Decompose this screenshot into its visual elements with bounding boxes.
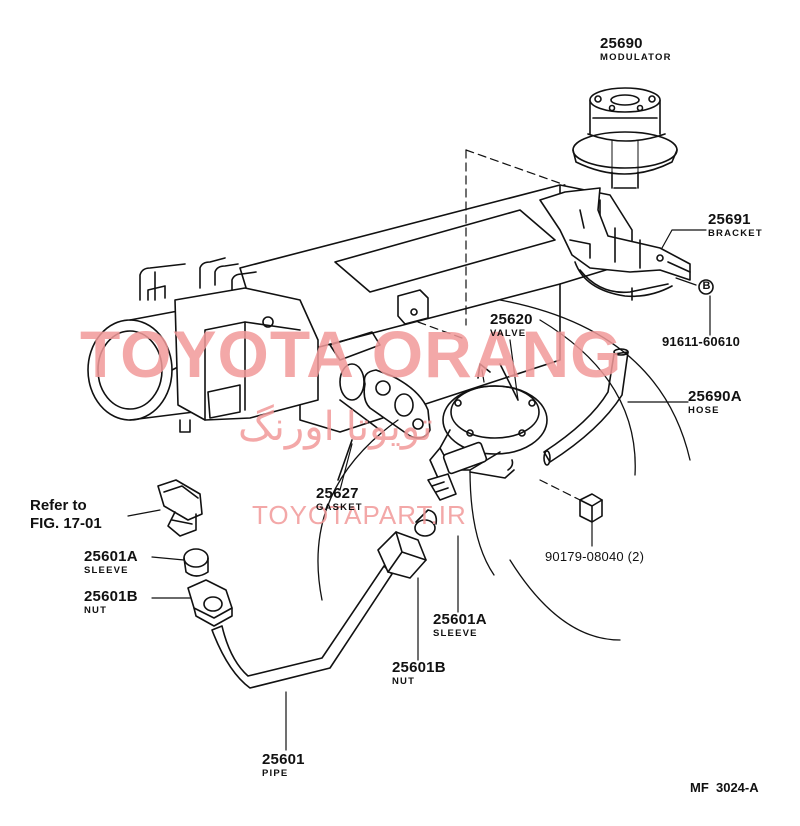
label-bracket: 25691 BRACKET — [708, 212, 763, 239]
label-valve: 25620 VALVE — [490, 312, 533, 339]
part-name: BRACKET — [708, 228, 763, 239]
bolt-marker-circle — [698, 279, 714, 295]
label-valve-nut: 90179-08040 (2) — [545, 549, 644, 565]
label-hose: 25690A HOSE — [688, 389, 742, 416]
part-number: 25690 — [600, 35, 643, 52]
label-pipe: 25601 PIPE — [262, 752, 305, 779]
pipe-drawing — [211, 565, 393, 689]
part-name: NUT — [84, 605, 108, 616]
part-name: PIPE — [262, 768, 289, 779]
figure-code: MF 3024-A — [690, 780, 759, 795]
label-bolt: 91611-60610 — [662, 334, 740, 350]
part-name: HOSE — [688, 405, 720, 416]
part-number: 91611-60610 — [662, 334, 741, 349]
label-gasket: 25627 GASKET — [316, 486, 363, 513]
egr-valve-drawing — [427, 363, 548, 501]
part-number: 25627 — [316, 485, 359, 502]
curved-outline — [317, 299, 691, 641]
label-refer: Refer to FIG. 17-01 — [30, 498, 102, 531]
hose-drawing — [543, 348, 629, 466]
valve-nut-drawing — [579, 493, 603, 523]
part-number: 25601A — [84, 548, 138, 565]
gasket-drawing — [337, 369, 431, 481]
leader-lines — [127, 229, 711, 751]
refer-line-2: FIG. 17-01 — [30, 515, 102, 532]
right-union-drawing — [377, 509, 438, 579]
part-number: 25601 — [262, 751, 305, 768]
part-number: 25691 — [708, 211, 751, 228]
part-number: 25620 — [490, 311, 533, 328]
part-name: SLEEVE — [84, 565, 129, 576]
label-nut-right: 25601B NUT — [392, 660, 446, 687]
part-name: NUT — [392, 676, 416, 687]
part-number: 25601A — [433, 611, 487, 628]
label-nut-left: 25601B NUT — [84, 589, 138, 616]
label-sleeve-right: 25601A SLEEVE — [433, 612, 487, 639]
part-number: 25601B — [84, 588, 138, 605]
refer-line-1: Refer to — [30, 497, 87, 514]
part-number: 90179-08040 (2) — [545, 549, 645, 564]
part-number: 25601B — [392, 659, 446, 676]
label-modulator: 25690 MODULATOR — [600, 36, 672, 63]
part-name: MODULATOR — [600, 52, 672, 63]
part-name: SLEEVE — [433, 628, 478, 639]
label-sleeve-left: 25601A SLEEVE — [84, 549, 138, 576]
part-name: VALVE — [490, 328, 527, 339]
callout-marker: B — [702, 280, 711, 292]
part-name: GASKET — [316, 502, 363, 513]
modulator-drawing — [572, 87, 678, 189]
bracket-drawing — [539, 187, 691, 301]
intake-manifold-drawing — [87, 184, 633, 433]
left-union-drawing — [157, 479, 233, 627]
part-number: 25690A — [688, 388, 742, 405]
